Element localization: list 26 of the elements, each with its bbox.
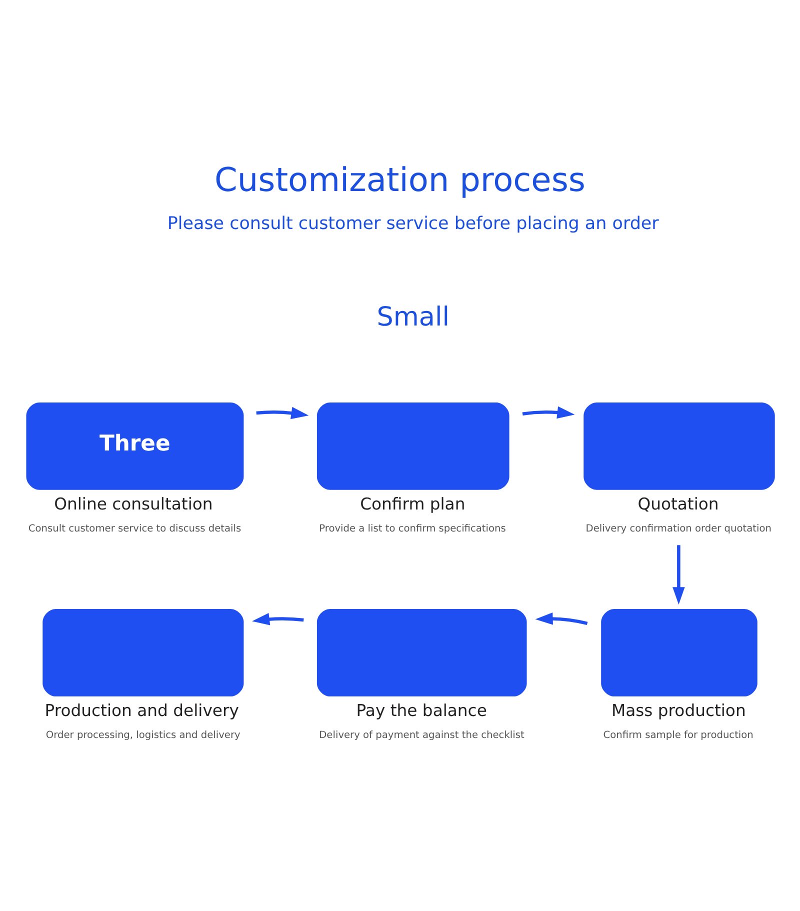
node-box bbox=[316, 608, 527, 696]
node-box bbox=[584, 402, 775, 490]
node-box bbox=[601, 608, 758, 696]
node-label: Quotation bbox=[638, 494, 719, 514]
node-label: Delivery of payment against the checklist bbox=[319, 730, 524, 741]
node-box bbox=[42, 608, 244, 696]
node-label: Mass production bbox=[611, 700, 746, 720]
node-label: Online consultation bbox=[54, 494, 213, 514]
arrow bbox=[535, 612, 588, 625]
arrow bbox=[256, 406, 309, 419]
node-label: Delivery confirmation order quotation bbox=[586, 523, 772, 534]
node-box bbox=[316, 402, 510, 490]
node-label: Provide a list to confirm specifications bbox=[319, 523, 506, 534]
arrow bbox=[252, 612, 304, 625]
node-label: Confirm plan bbox=[360, 494, 466, 514]
arrow bbox=[522, 406, 575, 418]
label: Small bbox=[376, 302, 450, 332]
diagram-title: Customization process bbox=[214, 160, 586, 198]
node-label: Production and delivery bbox=[44, 700, 239, 720]
node-label: Confirm sample for production bbox=[603, 730, 754, 741]
label: Please consult customer service before placing an order bbox=[167, 214, 659, 234]
arrow bbox=[672, 544, 685, 604]
node-label: Consult customer service to discuss details bbox=[28, 523, 242, 534]
node-label: Order processing, logistics and delivery bbox=[46, 730, 240, 741]
node-label: Pay the balance bbox=[356, 700, 487, 720]
node-box: Three bbox=[26, 402, 244, 490]
